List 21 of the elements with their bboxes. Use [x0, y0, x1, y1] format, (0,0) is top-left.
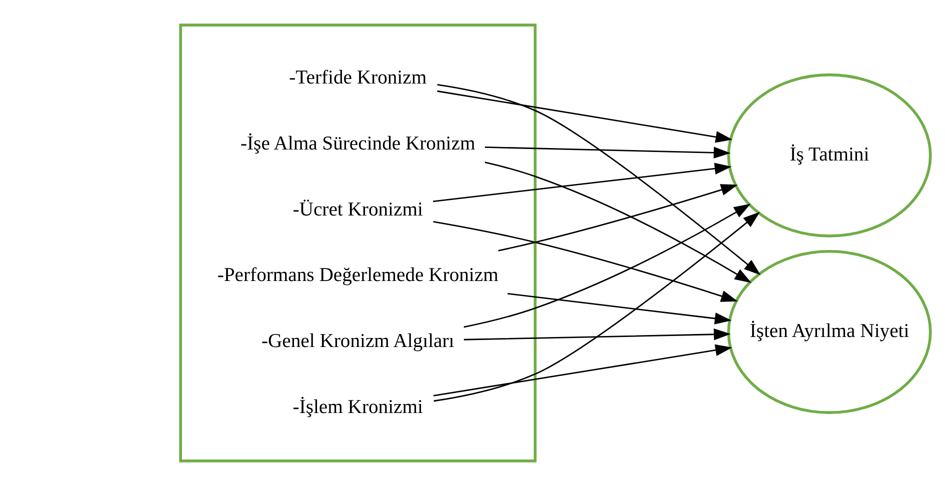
arrow [432, 220, 738, 302]
node-text: -İşe Alma Sürecinde Kronizm [240, 133, 475, 154]
cluster [178, 24, 536, 462]
node-text: -Performans Değerlemede Kronizm [216, 265, 498, 286]
node-ellipse: İşten Ayrılma Niyeti [726, 250, 932, 414]
arrow [498, 184, 738, 252]
node-text: -Genel Kronizm Algıları [260, 330, 454, 352]
arrow [484, 162, 751, 283]
arrow [432, 344, 732, 396]
arrow [432, 162, 732, 202]
arrow [484, 146, 730, 159]
node-text: -İşlem Kronizmi [292, 396, 422, 418]
node-ellipse: İş Tatmini [726, 73, 932, 238]
arrow [433, 212, 760, 402]
arrow [436, 90, 732, 143]
arrow [463, 328, 730, 340]
arrow [507, 292, 732, 324]
arrow [436, 84, 760, 276]
node-text: -Ücret Kronizmi [292, 199, 422, 220]
arrow [463, 204, 750, 328]
node-text: -Terfide Kronizm [288, 68, 426, 89]
